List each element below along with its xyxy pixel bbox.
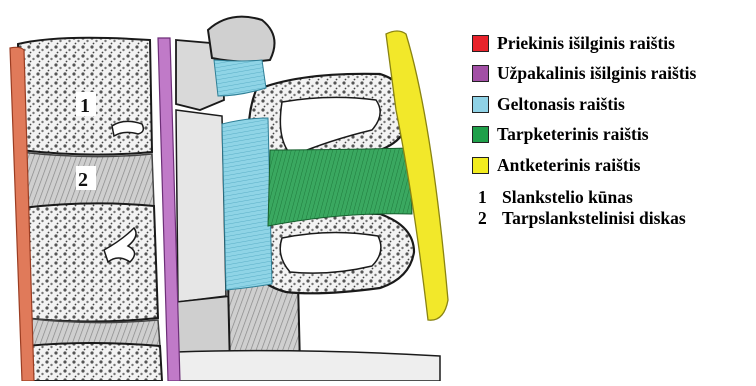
- green-swatch-icon: [472, 126, 489, 143]
- legend-label: Tarpketerinis raištis: [497, 124, 649, 145]
- numbered-label: Tarpslankstelinisi diskas: [502, 208, 686, 229]
- numbered-item-1: 1 Slankstelio kūnas: [472, 187, 756, 208]
- yellow-swatch-icon: [472, 157, 489, 174]
- marker-2: 2: [78, 169, 88, 191]
- ligamentum-flavum-lower: [222, 118, 272, 290]
- legend-item-posterior: Užpakalinis išilginis raištis: [472, 59, 756, 90]
- interspinous-ligament: [268, 148, 412, 226]
- legend-item-supraspinous: Antketerinis raištis: [472, 150, 756, 181]
- legend-item-anterior: Priekinis išilginis raištis: [472, 28, 756, 59]
- legend-label: Užpakalinis išilginis raištis: [497, 63, 696, 84]
- numbered-key: 2: [478, 208, 496, 229]
- cyan-swatch-icon: [472, 96, 489, 113]
- numbered-legend: 1 Slankstelio kūnas 2 Tarpslankstelinisi…: [472, 187, 756, 229]
- legend-item-flavum: Geltonasis raištis: [472, 89, 756, 120]
- ligamentum-flavum-upper: [214, 60, 266, 96]
- spine-illustration: 1 2: [0, 0, 460, 381]
- lower-vertebral-body: [26, 343, 162, 381]
- legend-item-interspinous: Tarpketerinis raištis: [472, 120, 756, 151]
- legend: Priekinis išilginis raištis Užpakalinis …: [472, 28, 756, 229]
- lower-disc: [24, 318, 160, 346]
- legend-label: Antketerinis raištis: [497, 155, 640, 176]
- legend-label: Geltonasis raištis: [497, 94, 625, 115]
- numbered-label: Slankstelio kūnas: [502, 187, 633, 208]
- legend-label: Priekinis išilginis raištis: [497, 33, 675, 54]
- purple-swatch-icon: [472, 65, 489, 82]
- numbered-key: 1: [478, 187, 496, 208]
- red-swatch-icon: [472, 35, 489, 52]
- marker-1: 1: [80, 95, 90, 117]
- middle-vertebral-body: [22, 203, 158, 321]
- vertebral-bodies: [18, 38, 162, 381]
- spine-sagittal-diagram: 1 2: [0, 0, 460, 381]
- numbered-item-2: 2 Tarpslankstelinisi diskas: [472, 208, 756, 229]
